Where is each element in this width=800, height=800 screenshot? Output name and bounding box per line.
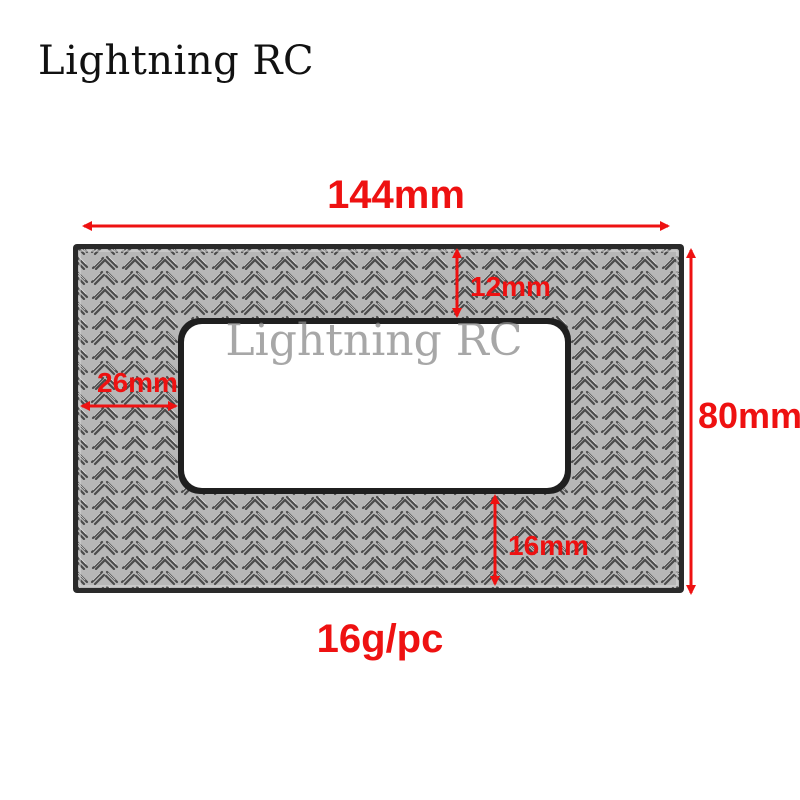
- watermark: Lightning RC: [225, 315, 522, 366]
- top-border-label: 12mm: [470, 271, 551, 302]
- brand-title: Lightning RC: [38, 38, 315, 84]
- bottom-border-label: 16mm: [508, 530, 589, 561]
- height-label: 80mm: [698, 395, 800, 436]
- plate-inner-rim: [79, 250, 678, 587]
- width-label: 144mm: [327, 173, 465, 217]
- weight-label: 16g/pc: [317, 617, 444, 661]
- center-cutout: [184, 324, 565, 488]
- side-border-label: 26mm: [97, 367, 178, 398]
